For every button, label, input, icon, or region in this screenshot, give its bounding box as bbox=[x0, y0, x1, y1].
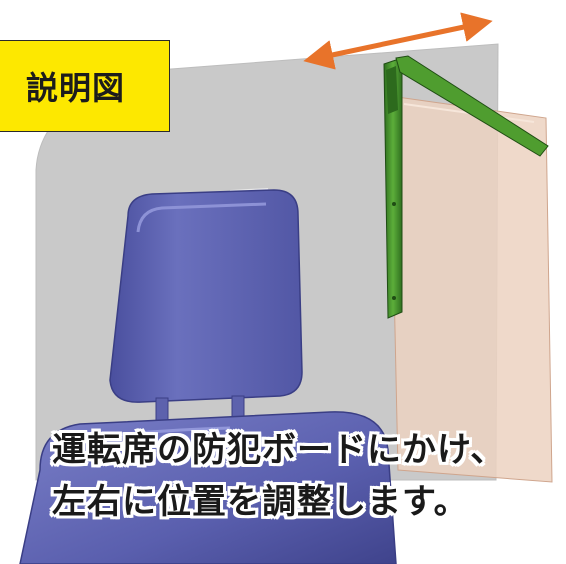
headrest bbox=[109, 189, 303, 427]
caption-line-1: 運転席の防犯ボードにかけ、 bbox=[52, 430, 506, 470]
caption: 運転席の防犯ボードにかけ、 左右に位置を調整します。 bbox=[52, 424, 552, 528]
caption-line-2: 左右に位置を調整します。 bbox=[52, 482, 469, 522]
diagram-title: 説明図 bbox=[0, 40, 170, 132]
seat-back bbox=[19, 411, 397, 564]
double-headed-arrow-icon bbox=[303, 12, 493, 70]
acrylic-panel bbox=[389, 95, 553, 483]
